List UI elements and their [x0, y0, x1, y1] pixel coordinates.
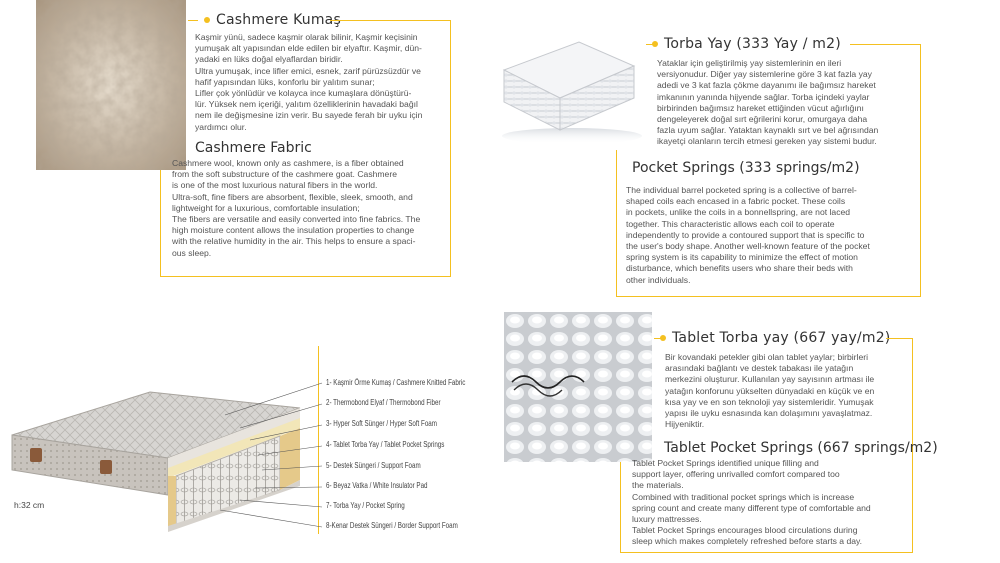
- tablet-text-en: Tablet Pocket Springs identified unique …: [632, 458, 871, 547]
- tablet-frame-bottom: [620, 552, 913, 553]
- pocket-title-tr: Torba Yay (333 Yay / m2): [652, 36, 841, 52]
- pocket-frame-right: [920, 44, 921, 296]
- pocket-text-en: The individual barrel pocketed spring is…: [626, 185, 870, 285]
- pocket-title-en: Pocket Springs (333 springs/m2): [632, 160, 860, 176]
- pocket-frame-bottom: [616, 296, 921, 297]
- cashmere-text-tr: Kaşmir yünü, sadece kaşmir olarak bilini…: [195, 32, 423, 132]
- pocket-frame-top: [850, 44, 920, 45]
- bullet-dot: [652, 41, 658, 47]
- tablet-frame-left: [620, 462, 621, 552]
- cashmere-text-en: Cashmere wool, known only as cashmere, i…: [172, 158, 421, 258]
- cashmere-title-line: [188, 20, 198, 21]
- cashmere-frame-bottom: [160, 276, 451, 277]
- layer-item: 7- Torba Yay / Pocket Spring: [326, 501, 405, 510]
- layer-item: 5- Destek Süngeri / Support Foam: [326, 461, 421, 470]
- tablet-title-line: [654, 338, 664, 339]
- mattress-height-label: h:32 cm: [14, 500, 45, 510]
- tablet-text-tr: Bir kovandaki petekler gibi olan tablet …: [665, 352, 875, 430]
- cashmere-fabric-image: [36, 0, 186, 170]
- layer-item: 8-Kenar Destek Süngeri / Border Support …: [326, 521, 458, 530]
- pocket-text-tr: Yataklar için geliştirilmiş yay sistemle…: [657, 58, 879, 147]
- pocket-spring-image: [494, 18, 644, 148]
- pocket-frame-left: [616, 150, 617, 296]
- tablet-spring-image: [504, 312, 652, 462]
- layer-item: 6- Beyaz Vatka / White Insulator Pad: [326, 481, 428, 490]
- cashmere-frame-left: [160, 170, 161, 276]
- layer-item: 4- Tablet Torba Yay / Tablet Pocket Spri…: [326, 440, 445, 449]
- mattress-cutaway-image: [0, 340, 330, 540]
- layer-item: 1- Kaşmir Örme Kumaş / Cashmere Knitted …: [326, 378, 466, 387]
- cashmere-frame-top: [330, 20, 450, 21]
- layer-item: 3- Hyper Soft Sünger / Hyper Soft Foam: [326, 419, 437, 428]
- tablet-frame-top: [886, 338, 912, 339]
- bullet-dot: [204, 17, 210, 23]
- pocket-title-line: [646, 44, 656, 45]
- cashmere-title-en: Cashmere Fabric: [195, 140, 312, 156]
- cashmere-frame-right: [450, 20, 451, 276]
- layer-bracket: [318, 346, 319, 534]
- cashmere-title-tr: Cashmere Kumaş: [204, 12, 341, 28]
- tablet-title-en: Tablet Pocket Springs (667 springs/m2): [664, 440, 938, 456]
- tablet-title-tr: Tablet Torba yay (667 yay/m2): [660, 330, 890, 346]
- layer-item: 2- Thermobond Elyaf / Thermobond Fiber: [326, 398, 441, 407]
- tablet-frame-right: [912, 338, 913, 552]
- bullet-dot: [660, 335, 666, 341]
